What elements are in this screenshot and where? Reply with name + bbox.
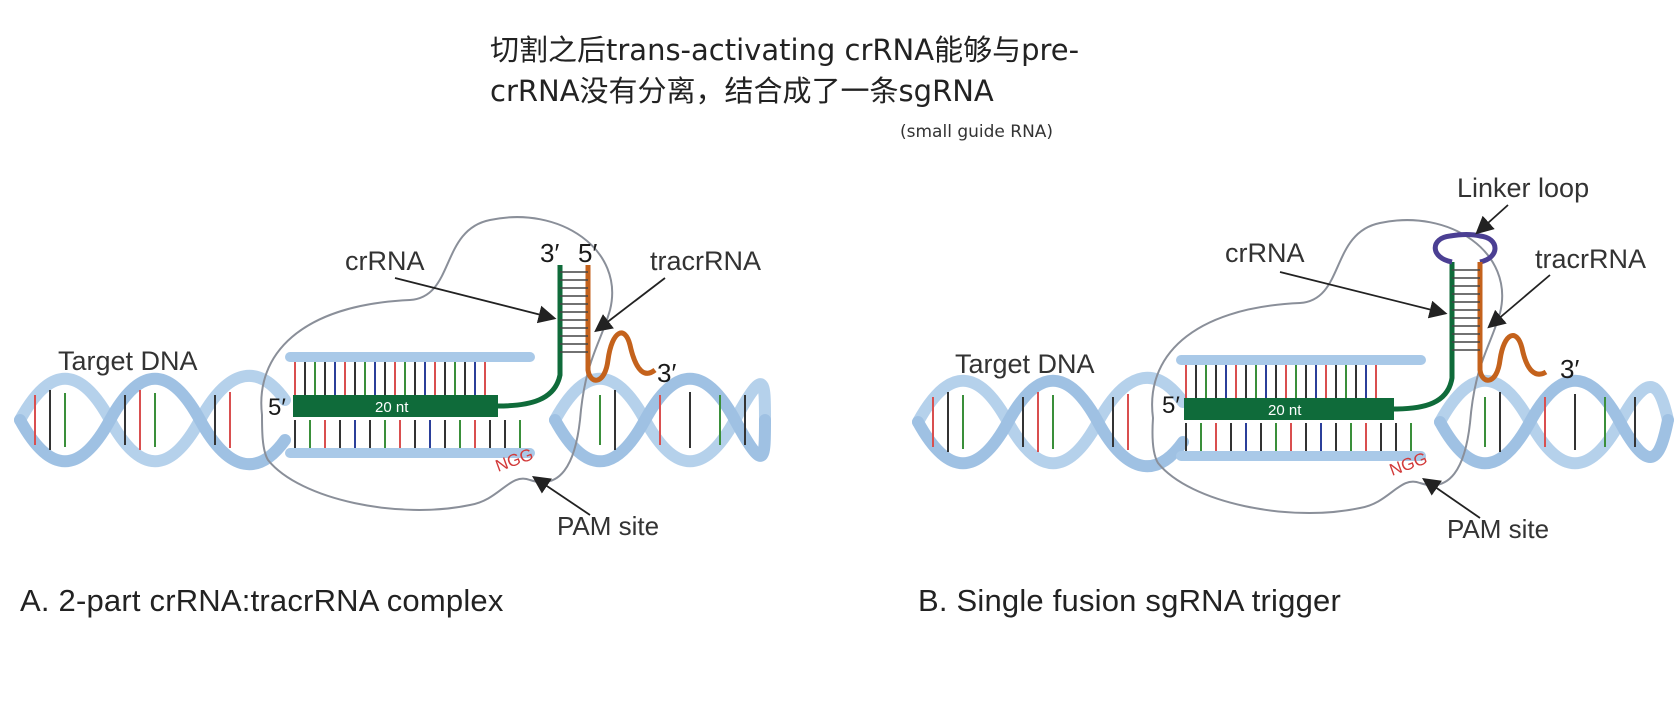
- stem-pairs-b: [1452, 269, 1480, 351]
- pam-arrow-b: [1422, 477, 1481, 519]
- linker-loop-b: [1432, 232, 1498, 265]
- crrna-strand-b: [1393, 262, 1455, 412]
- five-prime-left-b: 5′: [1162, 392, 1180, 419]
- bubble-bases-a: [294, 362, 521, 448]
- crrna-strand-a: [497, 265, 563, 409]
- target-dna-helix-b: [912, 371, 1674, 473]
- crrna-label-a: crRNA: [345, 246, 425, 276]
- headline-line2: crRNA没有分离，结合成了一条sgRNA: [490, 74, 994, 108]
- linker-arrow-b: [1475, 204, 1509, 235]
- five-prime-top-a: 5′: [578, 238, 597, 268]
- target-dna-label-a: Target DNA: [58, 346, 198, 376]
- crrna-arrow-a: [394, 277, 557, 324]
- guide-rna-bar-b: [1184, 398, 1394, 420]
- guide-rna-bar-a: [293, 395, 498, 417]
- linker-loop-label-b: Linker loop: [1457, 173, 1589, 203]
- helix-basepairs-a: [34, 390, 746, 450]
- three-prime-tail-b: 3′: [1560, 354, 1579, 384]
- five-prime-left-a: 5′: [268, 394, 286, 421]
- target-dna-label-b: Target DNA: [955, 349, 1095, 379]
- dna-strand-bottom-a: [285, 448, 535, 458]
- panel-b: 20 nt Linker loop Target DNA crRNA tracr…: [912, 173, 1674, 544]
- subnote: (small guide RNA): [900, 122, 1054, 142]
- dna-strand-bottom-b: [1176, 451, 1426, 461]
- crrna-arrow-b: [1279, 271, 1448, 319]
- stem-pairs-a: [560, 271, 588, 353]
- tracrrna-strand-a: [585, 265, 657, 383]
- panel-a: 20 nt Target DNA crRNA tracrRNA 3′ 5′ 3′…: [14, 216, 771, 541]
- pam-site-label-b: PAM site: [1447, 514, 1549, 544]
- tracrrna-label-a: tracrRNA: [650, 246, 761, 276]
- nt-label-a: 20 nt: [375, 399, 409, 416]
- bubble-bases-b: [1185, 365, 1412, 451]
- tracrrna-strand-b: [1477, 262, 1548, 383]
- caption-a: A. 2-part crRNA:tracrRNA complex: [20, 583, 504, 618]
- three-prime-tail-a: 3′: [657, 358, 676, 388]
- tracrrna-arrow-b: [1487, 274, 1551, 329]
- helix-basepairs-b: [932, 392, 1636, 452]
- dna-strand-top-a: [285, 352, 535, 362]
- caption-b: B. Single fusion sgRNA trigger: [918, 583, 1341, 618]
- crrna-label-b: crRNA: [1225, 238, 1305, 268]
- tracrrna-arrow-a: [594, 277, 666, 333]
- dna-strand-top-b: [1176, 355, 1426, 365]
- pam-arrow-a: [532, 475, 591, 516]
- headline: 切割之后trans-activating crRNA能够与pre- crRNA没…: [490, 30, 1130, 112]
- tracrrna-label-b: tracrRNA: [1535, 244, 1646, 274]
- three-prime-top-a: 3′: [540, 238, 559, 268]
- headline-line1: 切割之后trans-activating crRNA能够与pre-: [490, 33, 1080, 67]
- pam-site-label-a: PAM site: [557, 511, 659, 541]
- nt-label-b: 20 nt: [1268, 402, 1302, 419]
